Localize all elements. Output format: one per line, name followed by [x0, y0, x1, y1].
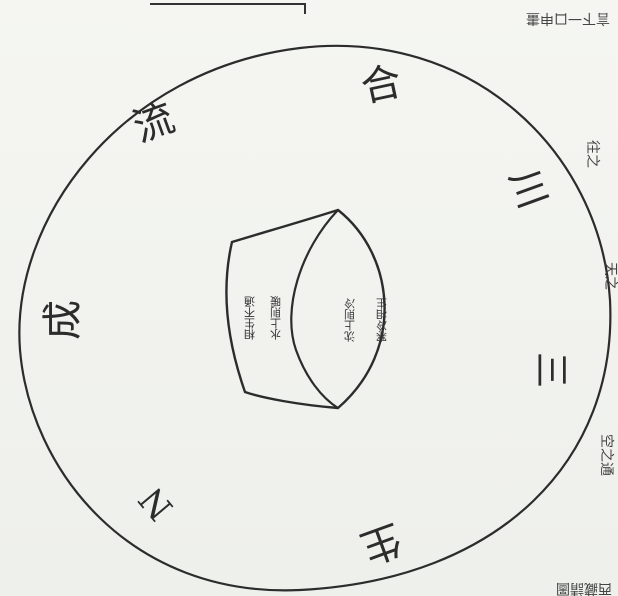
ring-char-bottom: 生	[354, 514, 407, 571]
ring-char-upper-right: 川	[501, 163, 555, 214]
margin-note-right-3: 空之通	[598, 434, 614, 476]
ring-char-right: 三	[530, 352, 571, 388]
center-column-3: 水上則暖	[270, 295, 283, 340]
margin-note-top-right: 言下一口申畫	[526, 10, 610, 26]
center-column-2: 沈上則冷	[344, 297, 357, 343]
ring-char-bottom-left: N	[132, 479, 182, 528]
margin-note-bottom-right: 西藏請圖	[556, 580, 612, 596]
center-annotations: 寒冷相生 沈上則冷 水上則暖 相生不通	[244, 295, 389, 343]
ring-char-upper-left: 流	[127, 95, 180, 152]
center-column-4: 相生不通	[244, 296, 257, 340]
outer-circle	[18, 44, 612, 592]
margin-note-right-2: 天之	[602, 262, 618, 290]
inner-bowl-outline	[225, 208, 386, 410]
center-column-1: 寒冷相生	[376, 298, 389, 343]
top-box-edge	[150, 3, 306, 14]
ring-char-left: 成	[40, 300, 86, 340]
inner-bowl-divider	[290, 209, 339, 409]
ring-char-top: 合	[357, 58, 406, 111]
margin-note-right-1: 往之	[584, 140, 600, 168]
